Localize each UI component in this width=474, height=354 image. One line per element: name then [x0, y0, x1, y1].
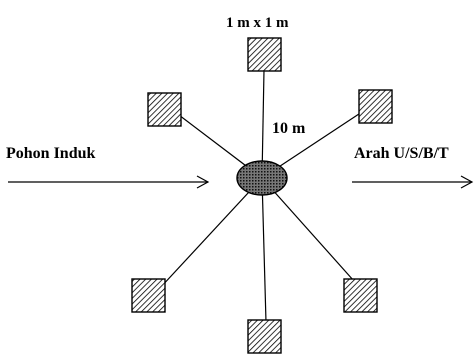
distance-label: 10 m — [272, 120, 306, 137]
spoke-north — [261, 69, 265, 179]
spokes — [159, 69, 369, 323]
mother-tree-label: Pohon Induk — [6, 145, 95, 162]
spoke-southwest — [159, 177, 263, 289]
sample-plots — [131, 37, 393, 354]
spoke-southeast — [261, 177, 363, 291]
plot-north — [247, 37, 282, 72]
direction-label: Arah U/S/B/T — [354, 145, 449, 162]
plot-southwest — [131, 278, 166, 313]
plot-northwest — [147, 92, 182, 127]
plot-northeast — [358, 89, 393, 124]
spoke-south — [261, 177, 267, 323]
plot-size-label: 1 m x 1 m — [226, 15, 289, 31]
mother-tree-center — [236, 160, 288, 196]
plot-south — [247, 319, 282, 354]
plot-southeast — [343, 278, 378, 313]
